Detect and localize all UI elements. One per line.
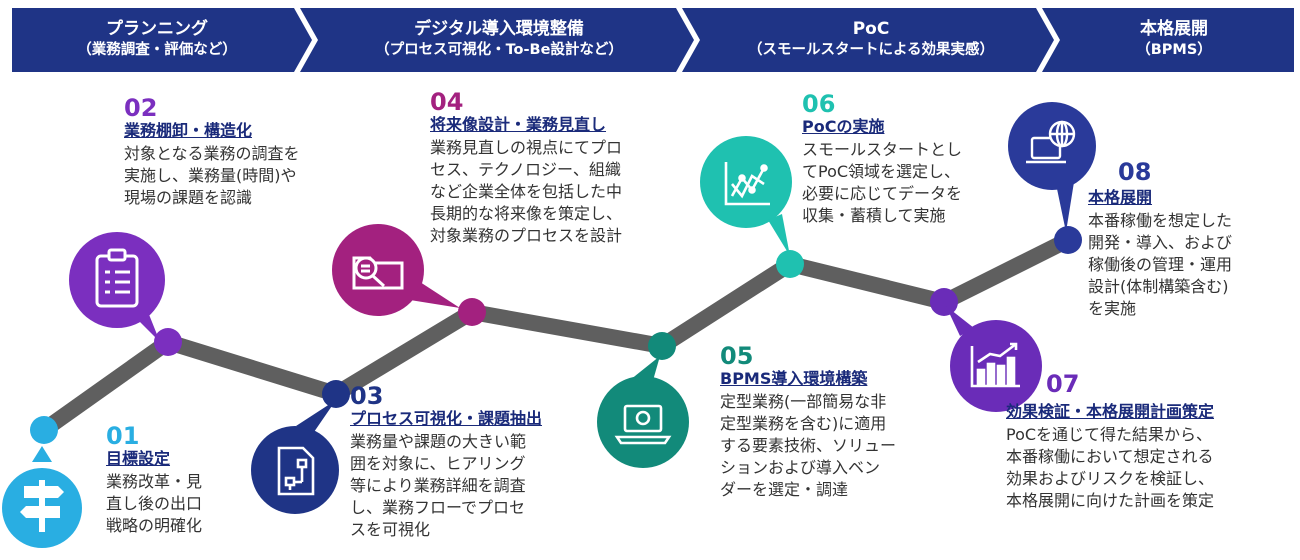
- step-number: 01: [106, 422, 140, 450]
- step-node-03: [322, 380, 350, 408]
- step-description: PoCを通じて得た結果から、 本番稼働において想定される 効果およびリスクを検証…: [1006, 425, 1215, 510]
- phase-subtitle: （プロセス可視化・To-Be設計など）: [375, 41, 623, 58]
- phase-poc: PoC （スモールスタートによる効果実感）: [694, 0, 1048, 78]
- step-01: 01 目標設定 業務改革・見 直し後の出口 戦略の明確化: [106, 424, 276, 537]
- step-node-08: [1054, 226, 1082, 254]
- flow-document-icon: [277, 446, 315, 496]
- step-description: 業務量や課題の大きい範 囲を対象に、ヒアリング 等により業務詳細を調査 し、業務…: [350, 432, 527, 539]
- phase-title: プランニング: [106, 18, 208, 39]
- step-description: 業務見直しの視点にてプロ セス、テクノロジー、組織 など企業全体を包括した中 長…: [430, 138, 623, 245]
- step-node-07: [930, 288, 958, 316]
- phase-title: 本格展開: [1140, 18, 1208, 39]
- phase-subtitle: （スモールスタートによる効果実感）: [747, 41, 995, 58]
- step-node-06: [776, 250, 804, 278]
- pin-03: [251, 400, 339, 514]
- folder-search-icon: [352, 256, 404, 290]
- step-number: 08: [1118, 158, 1152, 186]
- step-description: 対象となる業務の調査を 実施し、業務量(時間)や 現場の課題を認識: [124, 144, 300, 207]
- phase-arrow-4: [1042, 8, 1294, 72]
- step-03: 03 プロセス可視化・課題抽出 業務量や課題の大きい範 囲を対象に、ヒアリング …: [350, 384, 630, 541]
- step-number: 02: [124, 94, 158, 122]
- step-title: PoCの実施: [802, 117, 885, 136]
- step-title: 本格展開: [1088, 188, 1153, 207]
- step-node-01: [30, 416, 58, 444]
- phase-arrow-1: [12, 8, 312, 72]
- step-number: 07: [1046, 370, 1080, 398]
- road-path: [36, 232, 1076, 438]
- step-title: 業務棚卸・構造化: [124, 121, 253, 140]
- phase-title: デジタル導入環境整備: [414, 18, 584, 39]
- checklist-icon: [95, 248, 139, 308]
- step-title: 効果検証・本格展開計画策定: [1006, 402, 1215, 421]
- step-04: 04 将来像設計・業務見直し 業務見直しの視点にてプロ セス、テクノロジー、組織…: [430, 90, 720, 247]
- step-02: 02 業務棚卸・構造化 対象となる業務の調査を 実施し、業務量(時間)や 現場の…: [124, 96, 384, 209]
- step-description: 本番稼働を想定した 開発・導入、および 稼働後の管理・運用 設計(体制構築含む)…: [1088, 211, 1233, 318]
- signpost-icon: [20, 480, 64, 532]
- pin-06: [700, 136, 792, 256]
- globe-laptop-icon: [1026, 120, 1076, 164]
- step-description: 定型業務(一部簡易な非 定型業務を含む)に適用 する要素技術、ソリュー ションお…: [720, 392, 897, 499]
- step-title: 目標設定: [106, 449, 171, 468]
- laptop-icon: [614, 404, 672, 445]
- phase-arrows: [12, 8, 1294, 72]
- step-number: 03: [350, 382, 384, 410]
- step-description: スモールスタートとし てPoC領域を選定し、 必要に応じてデータを 収集・蓄積し…: [802, 140, 963, 225]
- phase-digital-setup: デジタル導入環境整備 （プロセス可視化・To-Be設計など）: [312, 0, 686, 78]
- phase-subtitle: （BPMS）: [1136, 41, 1212, 58]
- pin-08: [1008, 102, 1096, 232]
- pin-05: [597, 356, 689, 468]
- step-number: 05: [720, 342, 754, 370]
- step-07: 07 効果検証・本格展開計画策定 PoCを通じて得た結果から、 本番稼働において…: [1006, 372, 1296, 512]
- step-node-04: [458, 298, 486, 326]
- step-05: 05 BPMS導入環境構築 定型業務(一部簡易な非 定型業務を含む)に適用 する…: [720, 344, 960, 501]
- step-node-05: [648, 332, 676, 360]
- phase-arrow-3: [682, 8, 1054, 72]
- phase-full-deployment: 本格展開 （BPMS）: [1054, 0, 1294, 78]
- line-chart-icon: [724, 162, 770, 206]
- bar-chart-icon: [970, 342, 1020, 388]
- pin-01: [2, 446, 82, 548]
- phase-subtitle: （業務調査・評価など）: [77, 41, 237, 58]
- step-title: プロセス可視化・課題抽出: [350, 409, 543, 428]
- phase-header: プランニング （業務調査・評価など） デジタル導入環境整備 （プロセス可視化・T…: [0, 0, 1300, 78]
- step-number: 06: [802, 90, 836, 118]
- pin-02: [69, 232, 165, 342]
- step-08: 08 本格展開 本番稼働を想定した 開発・導入、および 稼働後の管理・運用 設計…: [1088, 160, 1300, 320]
- phase-planning: プランニング （業務調査・評価など）: [12, 0, 302, 78]
- pin-04: [332, 224, 460, 316]
- step-node-02: [154, 328, 182, 356]
- step-title: BPMS導入環境構築: [720, 369, 868, 388]
- step-title: 将来像設計・業務見直し: [430, 115, 607, 134]
- step-06: 06 PoCの実施 スモールスタートとし てPoC領域を選定し、 必要に応じてデ…: [802, 92, 1032, 227]
- phase-title: PoC: [852, 18, 890, 39]
- step-number: 04: [430, 88, 464, 116]
- step-description: 業務改革・見 直し後の出口 戦略の明確化: [106, 472, 203, 535]
- phase-arrow-2: [300, 8, 694, 72]
- pin-07: [946, 306, 1042, 412]
